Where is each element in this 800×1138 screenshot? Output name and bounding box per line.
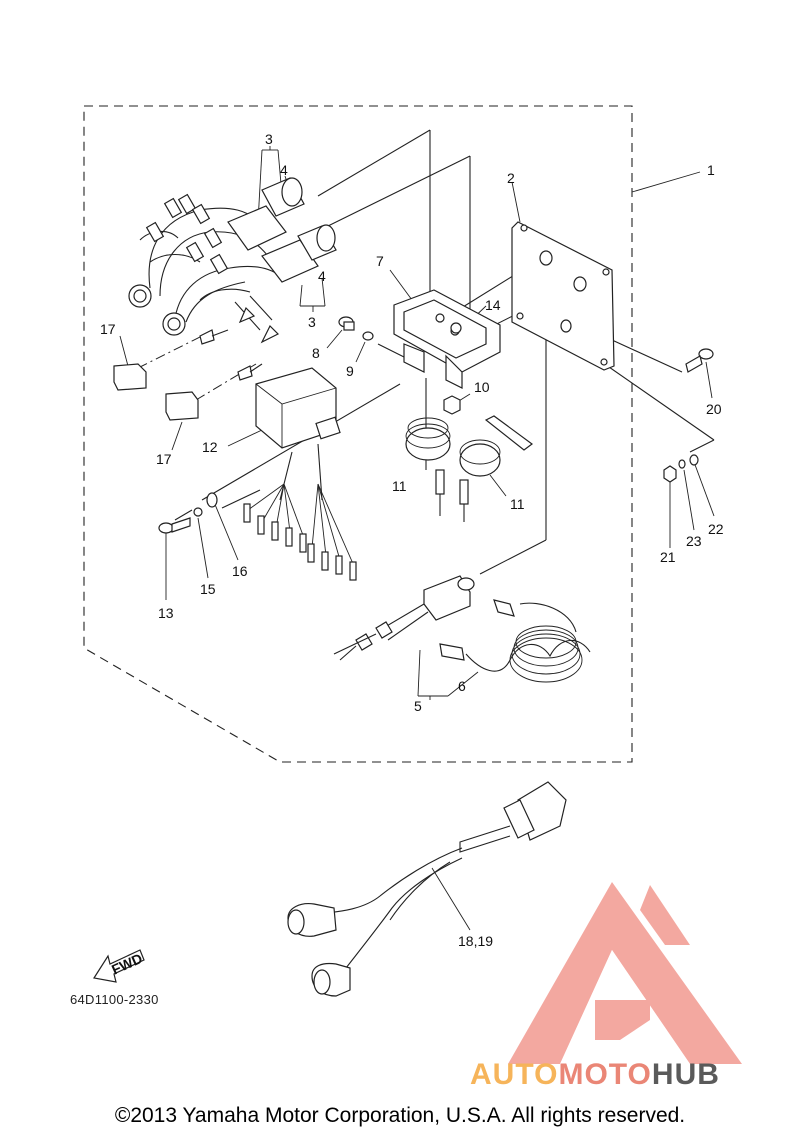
cap-upper — [113, 363, 147, 391]
part-label-15: 15 — [200, 581, 216, 597]
fwd-arrow: FWD — [93, 949, 145, 983]
part-number-labels: 1 2 3 3 4 4 5 6 7 8 9 10 11 11 12 13 14 … — [100, 131, 724, 949]
cap-lower — [165, 391, 199, 421]
part-label-20: 20 — [706, 401, 722, 417]
coil-right — [459, 439, 501, 522]
part-label-18-19: 18,19 — [458, 933, 493, 949]
chain-lines — [137, 333, 257, 401]
part-label-17-lower: 17 — [156, 451, 172, 467]
washer-9 — [362, 331, 374, 341]
part-label-11-left: 11 — [392, 478, 407, 494]
watermark-logo — [508, 882, 742, 1064]
connector-upper — [227, 177, 305, 251]
part-label-21: 21 — [660, 549, 676, 565]
collar-14 — [450, 322, 462, 334]
terminal-leads — [243, 483, 357, 581]
diagram-reference-code: 64D1100-2330 — [70, 992, 159, 1007]
stop-switch — [333, 575, 475, 661]
extension-harness — [287, 781, 567, 997]
part-label-14: 14 — [485, 297, 501, 313]
brand-hub: HUB — [651, 1058, 720, 1091]
part-label-10: 10 — [474, 379, 490, 395]
fwd-label: FWD — [109, 950, 145, 978]
brand-auto: AUTO — [470, 1058, 559, 1091]
part-label-5: 5 — [414, 698, 422, 714]
part-label-7: 7 — [376, 253, 384, 269]
washer-22 — [689, 454, 699, 466]
part-label-17-upper: 17 — [100, 321, 116, 337]
bolt-20 — [685, 348, 714, 373]
part-label-8: 8 — [312, 345, 320, 361]
nut-21 — [663, 465, 677, 483]
brand-moto: MOTO — [558, 1058, 652, 1091]
wire-harness — [128, 193, 281, 344]
leader-lines — [119, 146, 715, 931]
terminal-pins — [199, 329, 263, 381]
part-label-23: 23 — [686, 533, 702, 549]
part-label-12: 12 — [202, 439, 218, 455]
part-label-11-right: 11 — [510, 496, 525, 512]
coil-left — [405, 417, 451, 516]
mounting-plate — [511, 221, 615, 371]
part-label-2: 2 — [507, 170, 515, 186]
part-label-1: 1 — [707, 162, 715, 178]
copyright-notice: ©2013 Yamaha Motor Corporation, U.S.A. A… — [114, 1104, 686, 1127]
watermark-brand: AUTOMOTOHUB — [470, 1058, 720, 1092]
part-label-13: 13 — [158, 605, 174, 621]
part-label-9: 9 — [346, 363, 354, 379]
part-label-3-upper: 3 — [265, 131, 273, 147]
lockwasher-23 — [678, 459, 686, 469]
screw-13 — [158, 517, 191, 534]
assembly-boundary — [83, 105, 633, 763]
grommet-16 — [206, 492, 218, 508]
clip-strip — [484, 415, 534, 451]
bracket — [393, 289, 501, 389]
part-label-3-lower: 3 — [308, 314, 316, 330]
washer-15 — [193, 507, 203, 517]
cdi-unit — [255, 367, 341, 501]
part-label-22: 22 — [708, 521, 724, 537]
part-label-4-upper: 4 — [280, 162, 288, 178]
part-label-6: 6 — [458, 678, 466, 694]
part-label-16: 16 — [232, 563, 248, 579]
bolt-8 — [338, 316, 355, 331]
nut-10 — [443, 395, 461, 415]
connector-lower — [261, 224, 337, 283]
part-label-4-lower: 4 — [318, 268, 326, 284]
lanyard-coil — [439, 599, 591, 683]
